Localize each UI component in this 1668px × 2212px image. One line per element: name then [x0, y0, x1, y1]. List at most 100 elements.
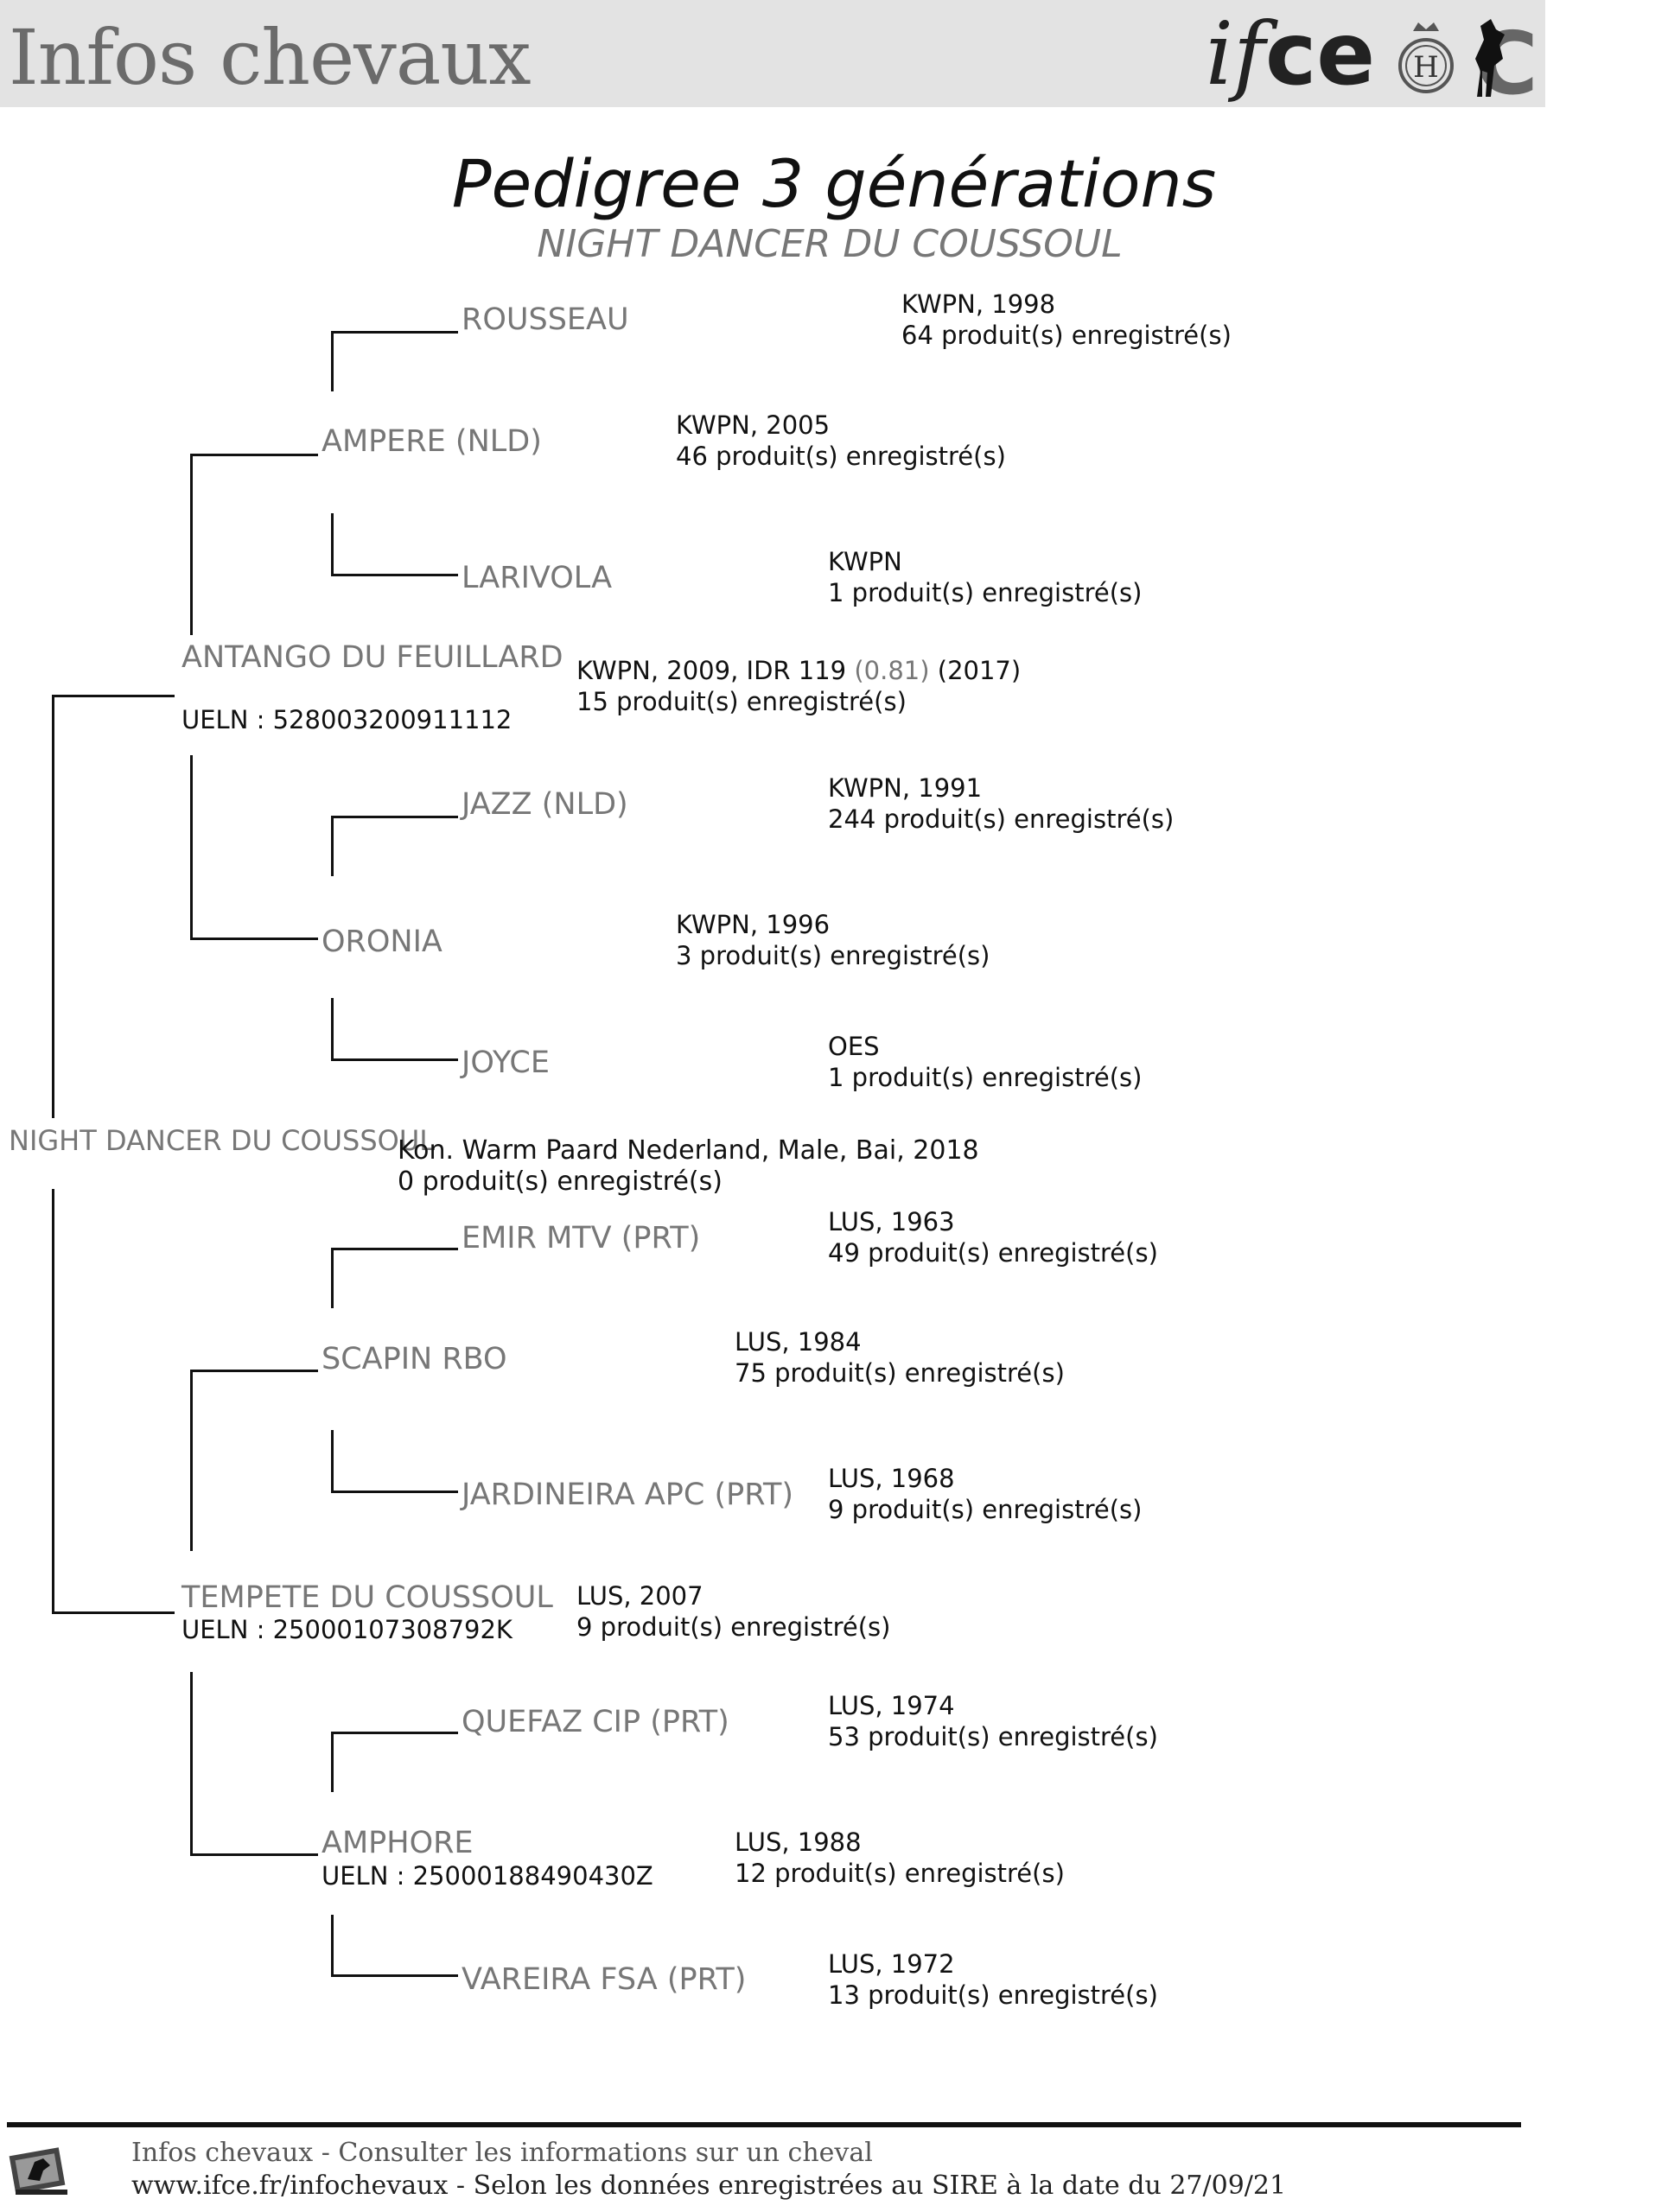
- subject-info-line1: Kon. Warm Paard Nederland, Male, Bai, 20…: [398, 1135, 979, 1166]
- horse-info-line1: LUS, 2007: [576, 1581, 703, 1611]
- horse-info-joyce: OES 1 produit(s) enregistré(s): [828, 1031, 1142, 1093]
- horse-info-line2: 9 produit(s) enregistré(s): [828, 1495, 1143, 1524]
- horse-info-vareira: LUS, 1972 13 produit(s) enregistré(s): [828, 1948, 1158, 2011]
- haras-seal-icon: H: [1398, 22, 1454, 93]
- horse-info-line2: 49 produit(s) enregistré(s): [828, 1238, 1158, 1268]
- horse-info-line2: 75 produit(s) enregistré(s): [735, 1358, 1065, 1388]
- horse-info-line1: LUS, 1972: [828, 1949, 955, 1979]
- connector-ds-dam-v: [331, 1430, 334, 1491]
- horse-info-line2: 1 produit(s) enregistré(s): [828, 1063, 1143, 1092]
- horse-info-line1: LUS, 1974: [828, 1691, 955, 1720]
- connector-ds-sire-v: [331, 1248, 334, 1308]
- connector-sd-sire-h: [331, 816, 458, 818]
- connector-dd-dam-v: [331, 1915, 334, 1976]
- connector-dam-sire-v: [190, 1370, 193, 1551]
- horse-info-emir: LUS, 1963 49 produit(s) enregistré(s): [828, 1206, 1158, 1268]
- horse-info-amphore: LUS, 1988 12 produit(s) enregistré(s): [735, 1827, 1065, 1889]
- page-header: Infos chevaux ifce H C: [0, 0, 1545, 114]
- horse-name-joyce[interactable]: JOYCE: [462, 1046, 550, 1080]
- horse-info-line2: 13 produit(s) enregistré(s): [828, 1980, 1158, 2010]
- horse-info-line2: 3 produit(s) enregistré(s): [676, 941, 990, 970]
- horse-name-vareira[interactable]: VAREIRA FSA (PRT): [462, 1962, 747, 1997]
- connector-dam-sire-h: [190, 1370, 318, 1372]
- horse-info-line2: 15 produit(s) enregistré(s): [576, 687, 907, 716]
- subject-info-line2: 0 produit(s) enregistré(s): [398, 1166, 723, 1197]
- connector-subject-sire-h: [52, 695, 175, 697]
- horse-name-scapin[interactable]: SCAPIN RBO: [322, 1342, 507, 1376]
- horse-info-line1: KWPN, 2009, IDR 119 (0.81) (2017): [576, 655, 1021, 686]
- ifce-logo-prefix: if: [1206, 3, 1265, 105]
- idr-index: (0.81): [854, 656, 930, 685]
- footer-divider: [7, 2122, 1521, 2127]
- horse-info-line1: LUS, 1968: [828, 1464, 955, 1493]
- horse-info-line1: KWPN, 1996: [676, 910, 831, 939]
- horse-info-line2: 244 produit(s) enregistré(s): [828, 804, 1175, 834]
- connector-dam-dam-v: [190, 1672, 193, 1856]
- site-title: Infos chevaux: [9, 13, 532, 102]
- connector-sd-dam-h: [331, 1058, 458, 1061]
- connector-sire-dam-h: [190, 938, 318, 940]
- horse-name-emir[interactable]: EMIR MTV (PRT): [462, 1221, 701, 1255]
- ueln-tempete: UELN : 25000107308792K: [181, 1615, 512, 1644]
- connector-sire-dam-v: [190, 755, 193, 939]
- connector-subject-dam-h: [52, 1611, 175, 1614]
- connector-ds-dam-h: [331, 1491, 458, 1493]
- connector-ss-sire-h: [331, 331, 458, 334]
- footer-line-2[interactable]: www.ifce.fr/infochevaux - Selon les donn…: [131, 2171, 1287, 2201]
- horse-name-jazz[interactable]: JAZZ (NLD): [462, 787, 628, 822]
- horse-info-tempete: LUS, 2007 9 produit(s) enregistré(s): [576, 1580, 890, 1643]
- horse-name-oronia[interactable]: ORONIA: [322, 925, 442, 959]
- horse-info-oronia: KWPN, 1996 3 produit(s) enregistré(s): [676, 909, 990, 971]
- horse-info-jardineira: LUS, 1968 9 produit(s) enregistré(s): [828, 1463, 1142, 1525]
- connector-dd-dam-h: [331, 1974, 458, 1977]
- horse-name-tempete[interactable]: TEMPETE DU COUSSOUL: [181, 1580, 553, 1615]
- subject-info: Kon. Warm Paard Nederland, Male, Bai, 20…: [398, 1135, 979, 1197]
- horse-name-amphore[interactable]: AMPHORE: [322, 1826, 474, 1860]
- ifce-logo-suffix: ce: [1265, 3, 1376, 105]
- horse-name-larivola[interactable]: LARIVOLA: [462, 561, 613, 595]
- horse-name-antango[interactable]: ANTANGO DU FEUILLARD: [181, 640, 563, 675]
- connector-dd-sire-h: [331, 1732, 458, 1734]
- connector-ds-sire-h: [331, 1248, 458, 1250]
- footer-line-1: Infos chevaux - Consulter les informatio…: [131, 2138, 873, 2168]
- horse-info-larivola: KWPN 1 produit(s) enregistré(s): [828, 546, 1142, 608]
- horse-info-line2: 12 produit(s) enregistré(s): [735, 1859, 1065, 1888]
- horse-info-line1: KWPN, 2005: [676, 410, 831, 440]
- horse-info-line1-post: (2017): [929, 656, 1022, 685]
- connector-dam-dam-h: [190, 1853, 318, 1856]
- connector-sd-sire-v: [331, 816, 334, 876]
- page-subtitle: NIGHT DANCER DU COUSSOUL: [537, 222, 1123, 266]
- connector-sire-sire-h: [190, 454, 318, 456]
- horse-info-line2: 9 produit(s) enregistré(s): [576, 1612, 891, 1642]
- horse-info-ampere: KWPN, 2005 46 produit(s) enregistré(s): [676, 410, 1006, 472]
- horse-info-jazz: KWPN, 1991 244 produit(s) enregistré(s): [828, 772, 1174, 835]
- ifce-logo-text: ifce: [1206, 7, 1375, 102]
- connector-sd-dam-v: [331, 998, 334, 1059]
- horse-name-quefaz[interactable]: QUEFAZ CIP (PRT): [462, 1705, 729, 1739]
- horse-info-line1: LUS, 1988: [735, 1827, 862, 1857]
- horse-info-line2: 64 produit(s) enregistré(s): [901, 321, 1232, 350]
- horse-name-jardineira[interactable]: JARDINEIRA APC (PRT): [462, 1478, 794, 1512]
- horse-name-ampere[interactable]: AMPERE (NLD): [322, 424, 542, 459]
- page-title: Pedigree 3 générations: [451, 145, 1217, 222]
- horse-info-line1: KWPN, 1998: [901, 289, 1056, 319]
- horse-info-line1: KWPN: [828, 547, 902, 576]
- horse-info-antango: KWPN, 2009, IDR 119 (0.81) (2017) 15 pro…: [576, 655, 1021, 717]
- connector-sire-sire-v: [190, 454, 193, 635]
- horse-info-line2: 1 produit(s) enregistré(s): [828, 578, 1143, 607]
- horse-info-line2: 46 produit(s) enregistré(s): [676, 442, 1006, 471]
- horse-info-line1: LUS, 1963: [828, 1207, 955, 1236]
- horse-info-rousseau: KWPN, 1998 64 produit(s) enregistré(s): [901, 289, 1232, 351]
- horse-info-line1-pre: KWPN, 2009, IDR 119: [576, 656, 855, 685]
- ueln-amphore: UELN : 25000188490430Z: [322, 1861, 653, 1891]
- connector-subject-sire-v: [52, 695, 54, 1118]
- horse-info-quefaz: LUS, 1974 53 produit(s) enregistré(s): [828, 1690, 1158, 1752]
- horse-name-rousseau[interactable]: ROUSSEAU: [462, 302, 629, 337]
- horse-info-line1: KWPN, 1991: [828, 773, 983, 803]
- connector-ss-dam-h: [331, 574, 458, 576]
- haras-seal-letter: H: [1413, 50, 1439, 85]
- rearing-horse-icon: C: [1474, 13, 1537, 114]
- ueln-antango: UELN : 528003200911112: [181, 705, 512, 734]
- horse-info-line2: 53 produit(s) enregistré(s): [828, 1722, 1158, 1751]
- connector-dd-sire-v: [331, 1732, 334, 1792]
